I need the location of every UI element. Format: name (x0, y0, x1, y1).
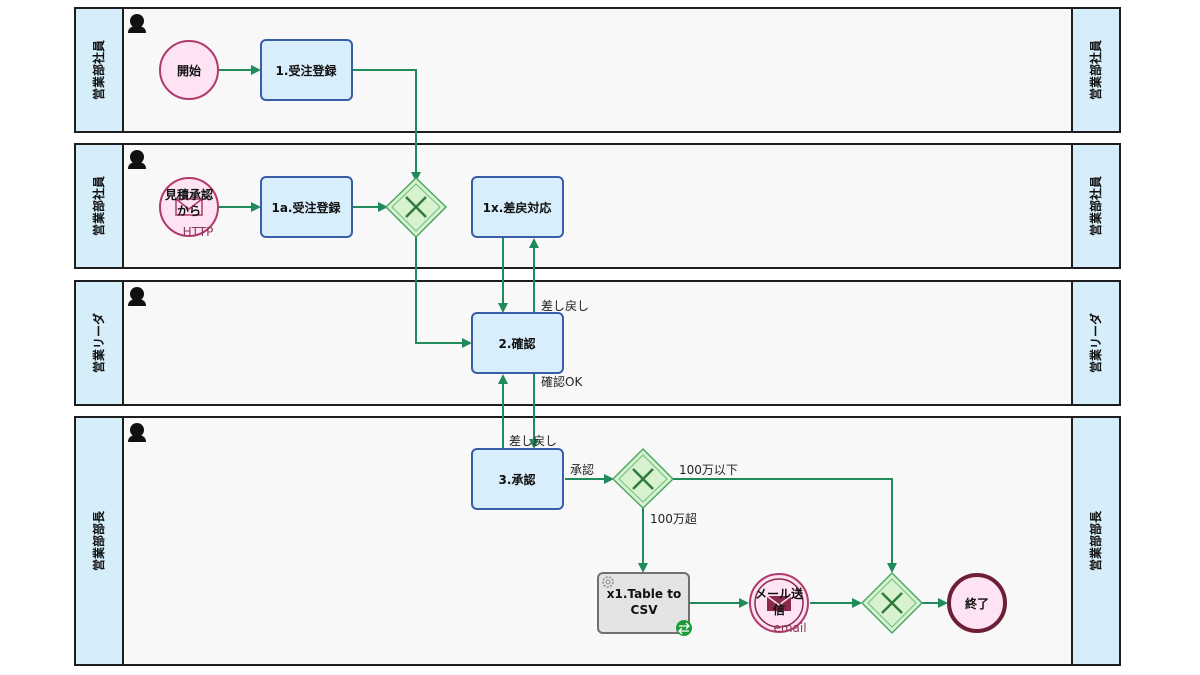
start-event[interactable]: 開始 (159, 40, 219, 100)
lane-4-right-header (1071, 416, 1121, 666)
exclusive-gateway-1[interactable] (384, 176, 448, 239)
lane-1-left-header (74, 7, 124, 133)
flow-gateway2-to-gateway3[interactable] (673, 478, 897, 573)
mail-send-sub: email (773, 621, 806, 635)
exclusive-gateway-2[interactable] (611, 447, 675, 510)
lane-1-title-right: 営業部社員 (1088, 40, 1103, 100)
task-2[interactable]: 2.確認 (471, 312, 564, 374)
task-1x-label: 1x.差戻対応 (483, 200, 552, 215)
flow-label-return-1: 差し戻し (541, 299, 589, 313)
lane-1-right-header (1071, 7, 1121, 133)
lane-4-title-left: 営業部部長 (91, 510, 106, 571)
task-3[interactable]: 3.承認 (471, 448, 564, 510)
lane-2-left-header (74, 143, 124, 269)
user-icon (128, 423, 146, 442)
gear-icon (602, 576, 614, 588)
mail-send-label-1: メール送 (755, 586, 804, 601)
message-icon (175, 198, 203, 216)
flow-label-approve: 承認 (570, 462, 594, 477)
http-start-label-2: から (177, 204, 201, 218)
task-x1-label-2: CSV (631, 603, 659, 617)
lane-1-title-left: 営業部社員 (91, 40, 106, 100)
flow-task1-to-gateway[interactable] (352, 69, 421, 182)
flow-label-return-2: 差し戻し (509, 434, 557, 448)
start-event-label: 開始 (177, 63, 201, 78)
exclusive-gateway-3[interactable] (860, 571, 924, 635)
task-3-label: 3.承認 (499, 472, 536, 487)
flow-gateway-to-task2[interactable] (415, 237, 472, 348)
user-icon (128, 14, 146, 33)
http-start-event[interactable]: 見積承認 から HTTP (159, 177, 219, 239)
task-1[interactable]: 1.受注登録 (260, 39, 353, 101)
end-event[interactable]: 終了 (947, 573, 1007, 633)
user-icon (128, 150, 146, 169)
lane-3-left-header (74, 280, 124, 406)
sync-icon (676, 620, 692, 636)
flow-label-over-1m: 100万超 (650, 511, 697, 526)
task-1-label: 1.受注登録 (276, 63, 338, 78)
flow-label-confirm-ok: 確認OK (541, 374, 583, 389)
user-icon (128, 287, 146, 306)
lane-3-title-left: 営業リーダ (91, 313, 106, 373)
lane-4: 営業部部長 営業部部長 (74, 416, 1121, 666)
task-x1[interactable]: x1.Table to CSV (597, 572, 692, 636)
sequence-flows (219, 65, 948, 608)
lane-4-title-right: 営業部部長 (1088, 510, 1103, 571)
mail-send-label-2: 信 (773, 602, 785, 617)
task-1a-label: 1a.受注登録 (271, 200, 341, 215)
lane-4-left-header (74, 416, 124, 666)
task-1a[interactable]: 1a.受注登録 (260, 176, 353, 238)
lane-2-title-left: 営業部社員 (91, 176, 106, 236)
lane-2-title-right: 営業部社員 (1088, 176, 1103, 236)
lane-3: 営業リーダ 営業リーダ (74, 280, 1121, 406)
flow-label-under-1m: 100万以下 (679, 463, 738, 477)
http-start-label-1: 見積承認 (164, 187, 213, 202)
end-event-label: 終了 (965, 596, 989, 611)
lane-3-right-header (1071, 280, 1121, 406)
http-start-sub: HTTP (183, 225, 214, 239)
task-x1-label-1: x1.Table to (607, 587, 681, 601)
lane-2-right-header (1071, 143, 1121, 269)
task-1x[interactable]: 1x.差戻対応 (471, 176, 564, 238)
lane-3-title-right: 営業リーダ (1088, 313, 1103, 373)
mail-send-event[interactable]: メール送 信 email (749, 573, 809, 635)
task-2-label: 2.確認 (499, 336, 536, 351)
